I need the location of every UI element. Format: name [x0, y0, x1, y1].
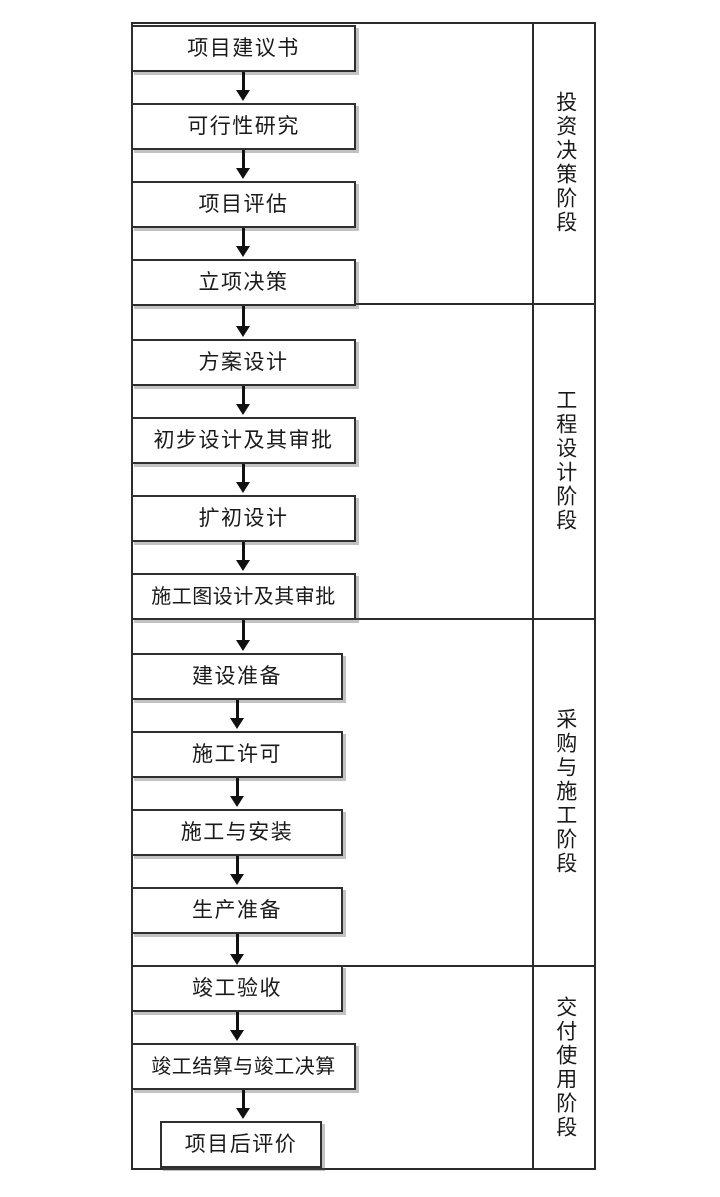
arrowhead-2-3 — [236, 168, 250, 179]
process-node-label: 项目建议书 — [187, 36, 300, 60]
process-node-label: 施工与安装 — [180, 820, 294, 844]
process-node-10[interactable]: 施工许可 — [131, 731, 343, 778]
process-node-label: 竣工结算与竣工决算 — [151, 1055, 336, 1078]
phase-label-text: 工程设计阶段 — [553, 388, 578, 533]
connector-2-3 — [242, 150, 245, 170]
process-node-6[interactable]: 初步设计及其审批 — [131, 417, 356, 464]
process-node-2[interactable]: 可行性研究 — [131, 103, 356, 150]
connector-12-13 — [236, 934, 239, 956]
connector-4-5 — [242, 306, 245, 328]
arrowhead-7-8 — [236, 560, 250, 571]
process-node-12[interactable]: 生产准备 — [131, 887, 343, 934]
arrowhead-8-9 — [236, 640, 250, 651]
phase-label-text: 采购与施工阶段 — [553, 707, 578, 876]
process-node-4[interactable]: 立项决策 — [131, 259, 356, 306]
connector-9-10 — [236, 700, 239, 720]
process-node-9[interactable]: 建设准备 — [131, 653, 343, 700]
process-node-label: 施工许可 — [192, 742, 282, 766]
connector-3-4 — [242, 228, 245, 248]
phase-label-delivery-use: 交付使用阶段 — [534, 965, 596, 1170]
process-node-label: 方案设计 — [198, 350, 289, 374]
connector-13-14 — [236, 1012, 239, 1032]
arrowhead-5-6 — [236, 404, 250, 415]
phase-divider-3 — [131, 965, 596, 967]
process-node-8[interactable]: 施工图设计及其审批 — [131, 573, 356, 620]
phase-label-procurement-construction: 采购与施工阶段 — [534, 618, 596, 965]
process-node-label: 初步设计及其审批 — [153, 428, 334, 452]
arrowhead-4-5 — [236, 326, 250, 337]
process-node-5[interactable]: 方案设计 — [131, 339, 356, 386]
connector-8-9 — [242, 620, 245, 642]
arrowhead-11-12 — [230, 874, 244, 885]
process-node-3[interactable]: 项目评估 — [131, 181, 356, 228]
process-node-13[interactable]: 竣工验收 — [131, 965, 343, 1012]
process-node-label: 竣工验收 — [192, 976, 282, 1000]
phase-divider-1 — [131, 303, 596, 305]
phase-label-text: 交付使用阶段 — [553, 995, 578, 1140]
connector-1-2 — [242, 72, 245, 92]
arrowhead-9-10 — [230, 718, 244, 729]
connector-10-11 — [236, 778, 239, 798]
process-node-7[interactable]: 扩初设计 — [131, 495, 356, 542]
process-node-label: 可行性研究 — [187, 114, 300, 138]
connector-11-12 — [236, 856, 239, 876]
phase-label-text: 投资决策阶段 — [553, 90, 578, 235]
process-node-label: 立项决策 — [198, 270, 289, 294]
arrowhead-13-14 — [230, 1030, 244, 1041]
process-node-1[interactable]: 项目建议书 — [131, 25, 356, 72]
phase-label-engineering-design: 工程设计阶段 — [534, 303, 596, 618]
arrowhead-14-15 — [236, 1108, 250, 1119]
process-node-label: 扩初设计 — [198, 506, 289, 530]
process-node-label: 项目评估 — [198, 192, 289, 216]
arrowhead-12-13 — [230, 954, 244, 965]
arrowhead-1-2 — [236, 90, 250, 101]
process-node-label: 建设准备 — [192, 664, 282, 688]
connector-6-7 — [242, 464, 245, 484]
process-node-14[interactable]: 竣工结算与竣工决算 — [131, 1043, 356, 1090]
arrowhead-3-4 — [236, 246, 250, 257]
connector-7-8 — [242, 542, 245, 562]
phase-divider-2 — [131, 618, 596, 620]
phase-label-investment-decision: 投资决策阶段 — [534, 22, 596, 303]
process-node-label: 生产准备 — [192, 898, 282, 922]
process-node-label: 施工图设计及其审批 — [151, 585, 336, 608]
connector-14-15 — [242, 1090, 245, 1110]
process-node-label: 项目后评价 — [184, 1132, 298, 1156]
process-node-11[interactable]: 施工与安装 — [131, 809, 343, 856]
arrowhead-6-7 — [236, 482, 250, 493]
phase-column-divider — [532, 22, 534, 1170]
arrowhead-10-11 — [230, 796, 244, 807]
connector-5-6 — [242, 386, 245, 406]
process-node-15[interactable]: 项目后评价 — [160, 1121, 322, 1168]
